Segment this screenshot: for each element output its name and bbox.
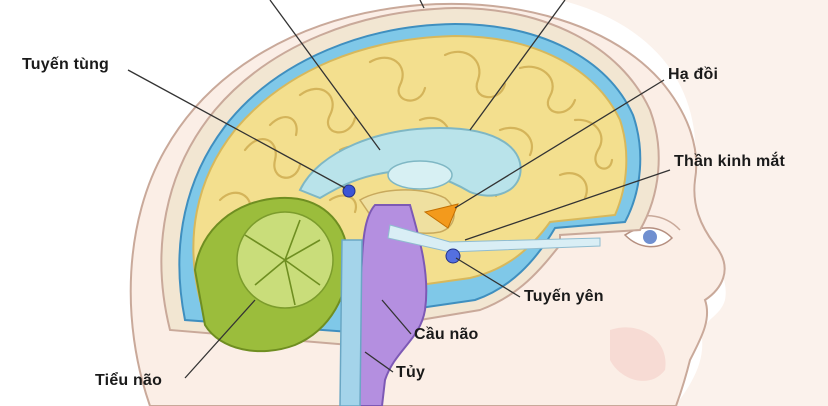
leader-lines: [127, 0, 671, 379]
label-cerebellum: Tiểu não: [95, 372, 163, 389]
optic-nerve: [387, 224, 601, 253]
eye-iris: [643, 230, 657, 244]
label-pineal-gland: Tuyến tùng: [22, 56, 110, 73]
spinal-cord: [339, 239, 363, 406]
hypothalamus: [423, 203, 459, 229]
cheek-blush: [610, 327, 666, 381]
pineal-gland: [342, 184, 356, 198]
label-medulla: Tủy: [396, 364, 426, 381]
label-optic-nerve: Thần kinh mắt: [674, 153, 786, 170]
label-pituitary-gland: Tuyến yên: [524, 288, 604, 305]
face-outline: [560, 0, 828, 406]
ventricle: [387, 160, 453, 190]
label-pons: Cầu não: [414, 326, 479, 343]
arbor-vitae: [244, 219, 321, 306]
label-hypothalamus: Hạ đồi: [668, 66, 719, 83]
pituitary-gland: [445, 248, 461, 264]
